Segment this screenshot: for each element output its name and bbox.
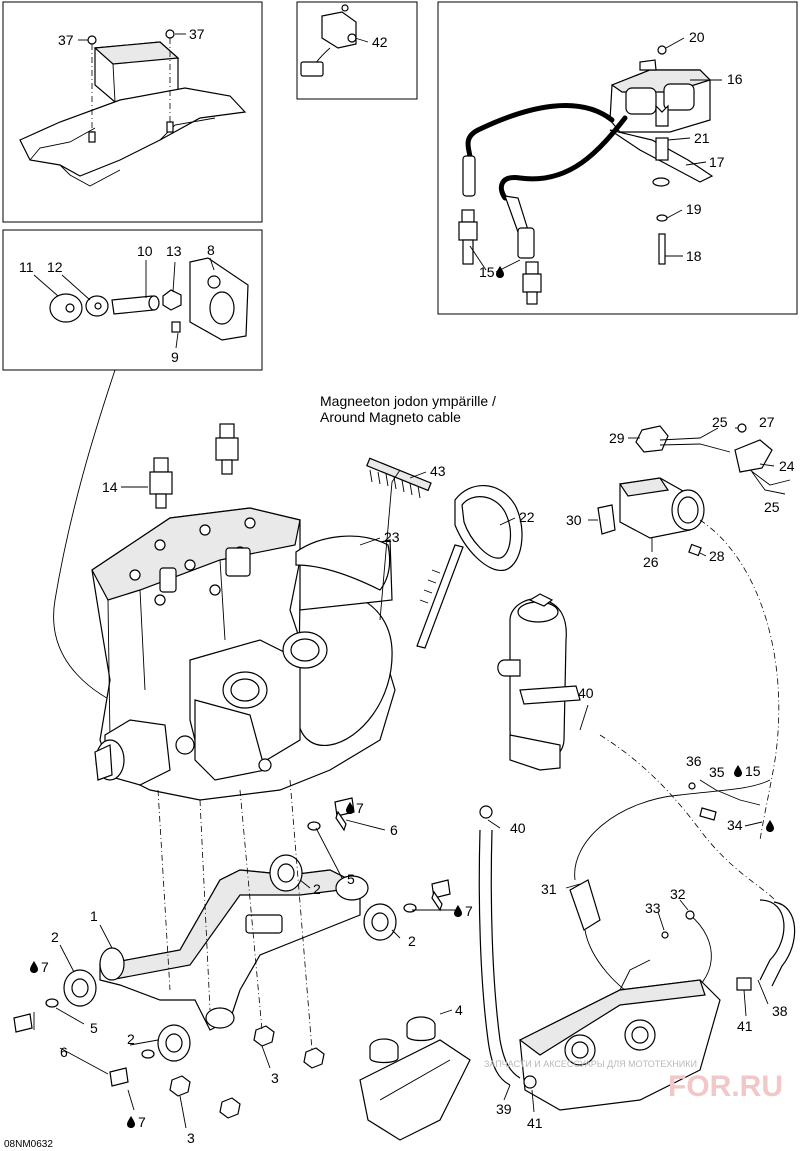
callout-14: 14: [102, 479, 118, 495]
spark-plug-inset-b: [522, 261, 542, 305]
callout-22: 22: [519, 509, 535, 525]
callout-41a: 41: [737, 1018, 753, 1034]
callout-5a: 5: [347, 871, 355, 887]
rubber-mounts: [63, 854, 397, 1062]
callout-25a: 25: [712, 414, 728, 430]
callout-34: 34: [727, 817, 743, 833]
magneto-note-line1: Magneeton jodon ympärille /: [320, 393, 496, 409]
fluid-drop-icon: [496, 266, 504, 278]
fluid-drop-icon: [30, 961, 38, 973]
callout-23: 23: [384, 529, 400, 545]
callout-37a: 37: [58, 32, 74, 48]
callout-37b: 37: [189, 26, 205, 42]
callout-8: 8: [207, 242, 215, 258]
callout-29: 29: [609, 430, 625, 446]
callout-16: 16: [727, 71, 743, 87]
inset-rotary-valve: [2, 229, 263, 371]
spark-plugs-main: [149, 423, 239, 509]
magneto-cable: [366, 457, 523, 649]
callout-39: 39: [496, 1101, 512, 1117]
callout-36: 36: [686, 753, 702, 769]
fluid-drop-icon: [127, 1116, 135, 1128]
callout-28: 28: [709, 548, 725, 564]
spark-plug-inset-a: [458, 209, 478, 265]
callout-40b: 40: [510, 820, 526, 836]
inset-ecu-bracket: [2, 1, 263, 223]
callout-12: 12: [47, 259, 63, 275]
watermark-text: ЗАПЧАСТИ И АКСЕССУАРЫ ДЛЯ МОТОТЕХНИКИ: [484, 1059, 697, 1069]
inset-connector: [296, 1, 418, 100]
callout-15b: 15: [745, 763, 761, 779]
fluid-drop-icon: [454, 905, 462, 917]
callout-25b: 25: [764, 499, 780, 515]
callout-3a: 3: [271, 1070, 279, 1086]
fluid-drop-icon: [766, 820, 774, 832]
rubber-bumpers: [359, 1016, 471, 1141]
rotary-valve-drawing: [49, 257, 249, 341]
magneto-note-line2: Around Magneto cable: [320, 409, 461, 425]
callout-20: 20: [689, 29, 705, 45]
callout-18: 18: [686, 248, 702, 264]
drawing-code: 08NM0632: [4, 1139, 53, 1150]
callout-9: 9: [171, 349, 179, 365]
callout-32: 32: [670, 886, 686, 902]
harness-connector-group: [597, 423, 791, 557]
muffler: [497, 593, 581, 771]
engine-block: [91, 507, 396, 801]
callout-17: 17: [709, 154, 725, 170]
callout-43: 43: [430, 463, 446, 479]
callout-3b: 3: [187, 1130, 195, 1146]
callout-31: 31: [541, 881, 557, 897]
callout-11: 11: [19, 259, 34, 275]
callout-6b: 6: [60, 1044, 68, 1060]
callout-7c: 7: [41, 959, 49, 975]
callout-21: 21: [694, 130, 710, 146]
callout-4: 4: [455, 1002, 463, 1018]
connector-drawing: [300, 4, 369, 77]
callout-labels: 37 37 42 20 16 21 17 19 18 15 11 12 10 1…: [19, 26, 795, 1146]
flywheel-cover: [295, 535, 391, 591]
callout-10: 10: [137, 243, 153, 259]
callout-35: 35: [709, 764, 725, 780]
callout-7a: 7: [356, 800, 364, 816]
callout-33: 33: [645, 900, 661, 916]
callout-7d: 7: [138, 1114, 146, 1130]
callout-19: 19: [686, 201, 702, 217]
callout-38: 38: [772, 1003, 788, 1019]
callout-27: 27: [759, 414, 775, 430]
callout-30: 30: [566, 512, 582, 528]
callout-2c: 2: [51, 929, 59, 945]
callout-2a: 2: [313, 881, 321, 897]
inset-ignition-coil: [437, 1, 798, 315]
callout-15a: 15: [479, 264, 495, 280]
callout-42: 42: [372, 34, 388, 50]
engine-mount: [98, 869, 369, 1031]
ecu-bracket-drawing: [19, 29, 247, 187]
callout-13: 13: [166, 243, 182, 259]
ignition-coil-drawing: [458, 45, 714, 305]
callout-2d: 2: [127, 1031, 135, 1047]
watermark-logo: FOR.RU: [668, 1070, 783, 1103]
callout-6a: 6: [390, 822, 398, 838]
callout-40a: 40: [578, 685, 594, 701]
callout-5b: 5: [90, 1020, 98, 1036]
callout-2b: 2: [408, 933, 416, 949]
fluid-drop-icon: [734, 765, 742, 777]
mount-bolts-washers: [13, 797, 451, 1087]
mount-nuts: [169, 1025, 325, 1119]
callout-26: 26: [643, 554, 659, 570]
callout-41b: 41: [527, 1115, 543, 1131]
carburetors: [518, 959, 721, 1111]
callout-24: 24: [779, 458, 795, 474]
callout-7b: 7: [465, 903, 473, 919]
callout-1: 1: [90, 908, 98, 924]
